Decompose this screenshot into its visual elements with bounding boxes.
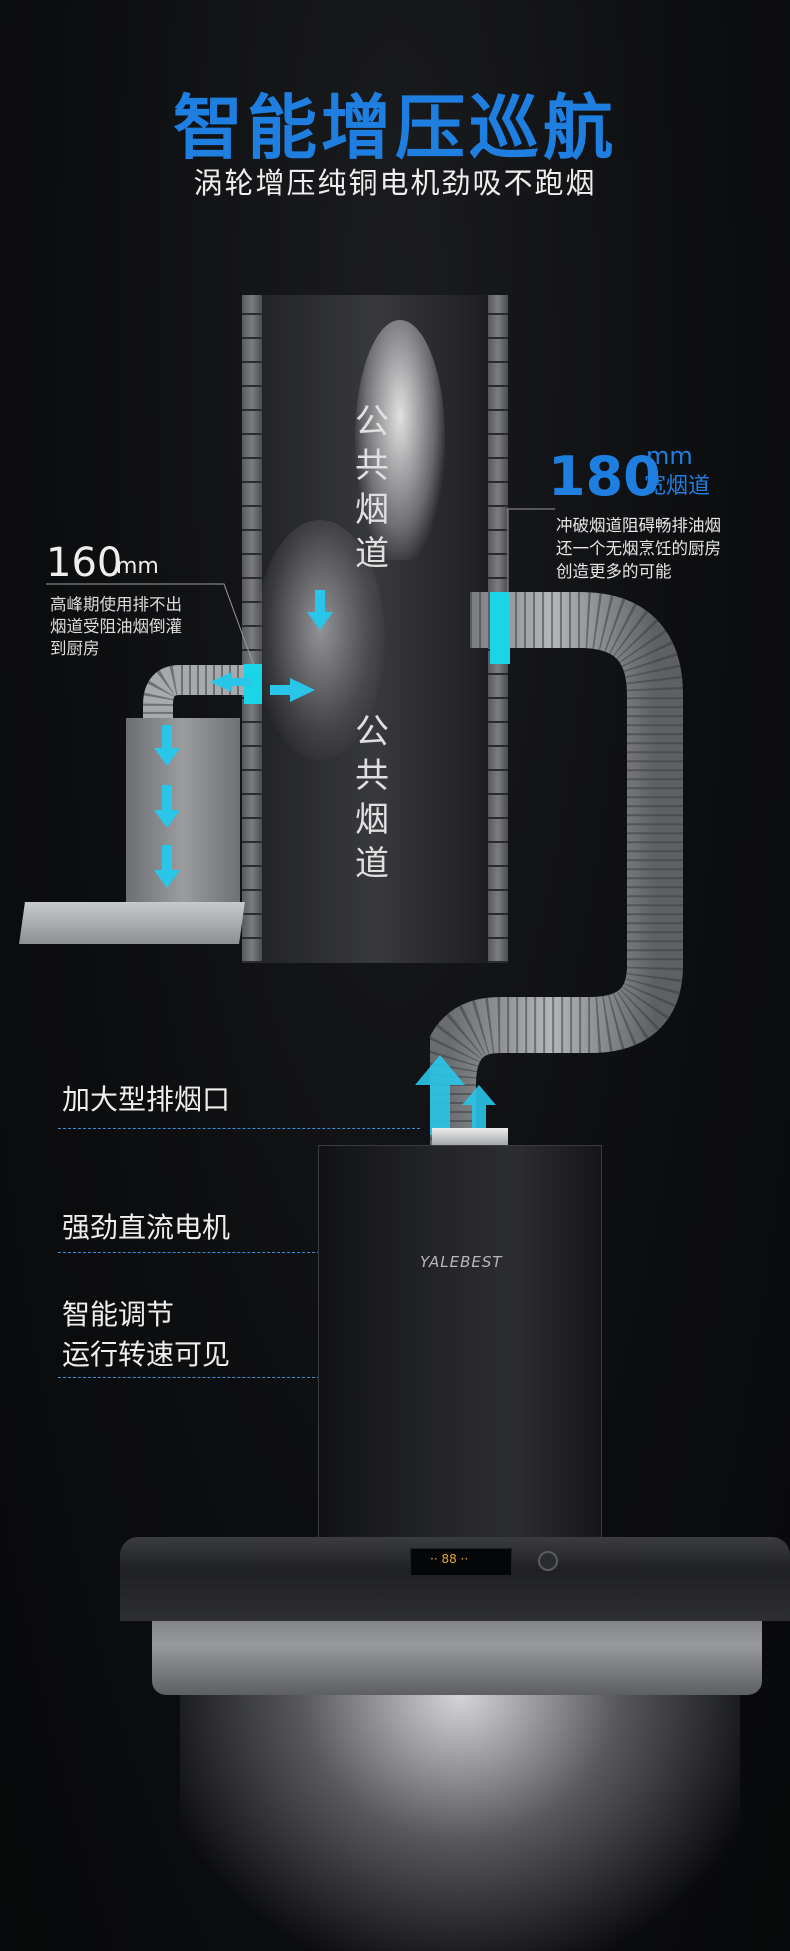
page-subtitle: 涡轮增压纯铜电机劲吸不跑烟: [193, 166, 597, 200]
airflow-arrows-left: [154, 590, 333, 888]
smoke-plume-upper: [355, 320, 445, 560]
smoke-cloud-left: [255, 520, 385, 760]
duct-160-description: 高峰期使用排不出 烟道受阻油烟倒灌 到厨房: [50, 594, 220, 660]
flexible-duct-left: [143, 665, 255, 730]
duct-size-160-unit: mm: [116, 554, 159, 579]
description-line: 烟道受阻油烟倒灌: [50, 617, 182, 636]
shaft-label-char: 烟: [355, 490, 389, 530]
small-range-hood: [126, 718, 240, 904]
feature-smart-speed: 智能调节 运行转速可见: [62, 1295, 230, 1375]
exhaust-outlet: [432, 1128, 508, 1146]
duct-joint-180: [490, 592, 510, 664]
duct-joint-160: [244, 664, 262, 704]
shaft-label-char: 公: [355, 402, 389, 442]
airflow-arrows-up: [415, 1055, 496, 1135]
feature-divider: [58, 1252, 320, 1253]
brick-wall-left: [242, 295, 262, 963]
description-line: 高峰期使用排不出: [50, 595, 182, 614]
feature-line: 智能调节: [62, 1298, 175, 1331]
shaft-label-char: 道: [355, 844, 389, 884]
display-text: ·· 88 ··: [430, 1552, 469, 1566]
leader-line-180: [507, 508, 555, 593]
description-line: 创造更多的可能: [556, 562, 672, 581]
feature-divider: [58, 1128, 420, 1129]
duct-size-180-label: 宽烟道: [644, 474, 711, 499]
leader-line-160: [46, 583, 255, 667]
hood-light-beam: [180, 1695, 740, 1951]
shaft-label-char: 烟: [355, 800, 389, 840]
shaft-label-char: 公: [355, 712, 389, 752]
shaft-label-char: 共: [355, 446, 389, 486]
shaft-label-char: 道: [355, 534, 389, 574]
description-line: 到厨房: [50, 639, 100, 658]
shaft-label-bottom: 公 共 烟 道: [352, 710, 392, 886]
range-hood-body: [318, 1145, 602, 1542]
duct-size-160: 160: [46, 540, 123, 586]
page-title: 智能增压巡航: [173, 87, 617, 169]
feature-dc-motor: 强劲直流电机: [62, 1211, 231, 1244]
shaft-label-top: 公 共 烟 道: [352, 400, 392, 576]
duct-180-description: 冲破烟道阻碍畅排油烟 还一个无烟烹饪的厨房 创造更多的可能: [556, 514, 786, 583]
feature-line: 运行转速可见: [62, 1338, 231, 1371]
small-hood-plate: [19, 902, 245, 944]
feature-large-outlet: 加大型排烟口: [62, 1083, 231, 1116]
brand-logo: YALEBEST: [420, 1253, 503, 1271]
feature-divider: [58, 1377, 320, 1378]
flexible-duct-right: [430, 592, 683, 1145]
speed-display: [410, 1548, 512, 1576]
duct-size-180-unit: mm: [646, 442, 693, 470]
power-button[interactable]: [538, 1551, 558, 1571]
description-line: 冲破烟道阻碍畅排油烟: [556, 516, 721, 535]
description-line: 还一个无烟烹饪的厨房: [556, 539, 721, 558]
shaft-label-char: 共: [355, 756, 389, 796]
duct-size-180: 180: [548, 445, 661, 508]
